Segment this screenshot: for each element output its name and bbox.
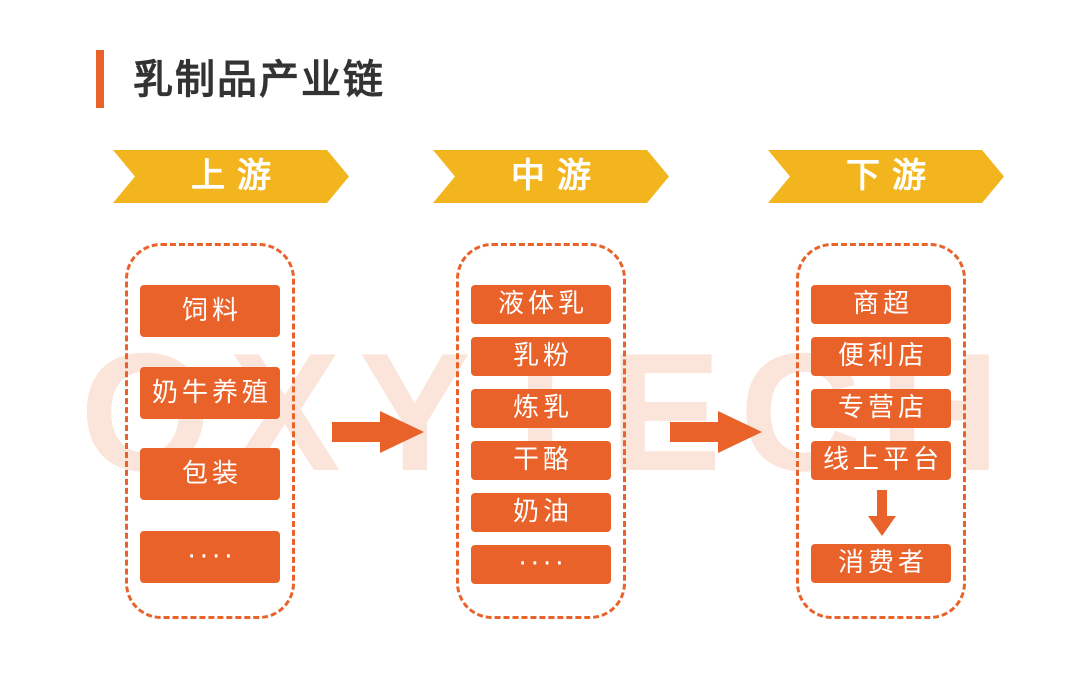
stage-label-upstream: 上游 (191, 156, 283, 196)
downstream-item: 专营店 (811, 389, 951, 428)
flow-arrow-upstream-to-midstream (332, 411, 424, 453)
upstream-item: 饲料 (140, 285, 280, 337)
stage-banner-upstream: 上游 (113, 150, 349, 203)
midstream-item: 奶油 (471, 493, 611, 532)
stage-label-midstream: 中游 (511, 156, 603, 196)
flow-arrow-midstream-to-downstream (670, 411, 762, 453)
upstream-group (125, 243, 295, 619)
upstream-item: 奶牛养殖 (140, 367, 280, 419)
midstream-item: 干酪 (471, 441, 611, 480)
upstream-item: ···· (140, 531, 280, 583)
midstream-item: ···· (471, 545, 611, 584)
page-title: 乳制品产业链 (133, 57, 385, 103)
midstream-group (456, 243, 626, 619)
stage-banner-midstream: 中游 (433, 150, 669, 203)
stage-label-downstream: 下游 (846, 156, 938, 196)
downstream-item: 线上平台 (811, 441, 951, 480)
midstream-item: 炼乳 (471, 389, 611, 428)
flow-arrow-to-consumer (868, 490, 896, 536)
midstream-item: 乳粉 (471, 337, 611, 376)
midstream-item: 液体乳 (471, 285, 611, 324)
downstream-item: 便利店 (811, 337, 951, 376)
title-accent-bar (96, 50, 104, 108)
downstream-item: 商超 (811, 285, 951, 324)
upstream-item: 包装 (140, 448, 280, 500)
downstream-group (796, 243, 966, 619)
stage-banner-downstream: 下游 (768, 150, 1004, 203)
consumer-item: 消费者 (811, 544, 951, 583)
